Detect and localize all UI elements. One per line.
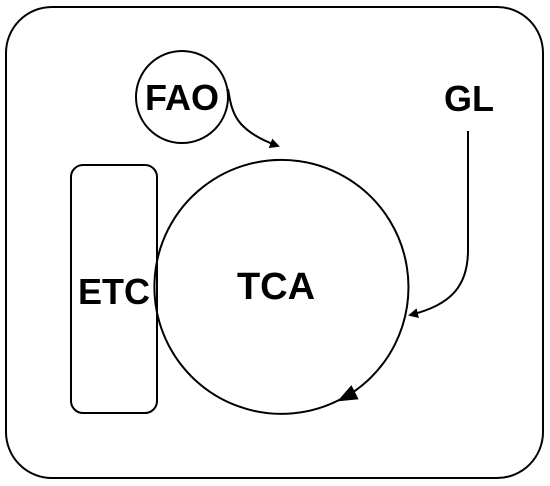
- gl-arrow: [408, 131, 469, 319]
- fao-label: FAO: [145, 77, 219, 118]
- etc-label: ETC: [78, 271, 150, 312]
- tca-cycle: [153, 158, 408, 415]
- cell-boundary: [5, 6, 544, 479]
- etc-box: [70, 164, 158, 414]
- gl-label: GL: [444, 78, 494, 119]
- tca-cycle-end: [337, 267, 410, 402]
- fao-circle: [135, 50, 229, 144]
- fao-arrow: [227, 88, 280, 148]
- tca-label: TCA: [237, 266, 315, 308]
